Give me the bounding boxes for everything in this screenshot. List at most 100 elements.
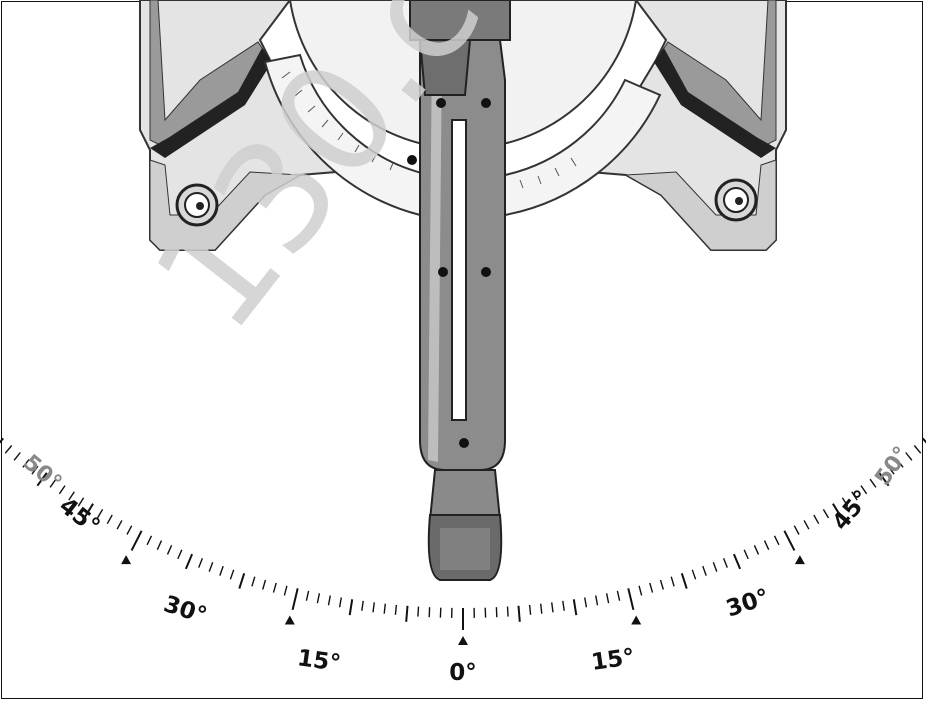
- scale-tick: [262, 579, 267, 590]
- scale-tick: [732, 553, 742, 570]
- scale-tick: [83, 503, 94, 518]
- scale-tick: [338, 597, 342, 608]
- scale-tick: [595, 595, 599, 606]
- scale-tick: [251, 576, 256, 587]
- scale-tick: [305, 590, 310, 601]
- scale-tick: [763, 540, 770, 550]
- scale-tick: [316, 593, 321, 604]
- scale-tick: [166, 545, 173, 555]
- scale-tick: [348, 599, 354, 616]
- scale-tick: [896, 458, 904, 468]
- angle-label-left-15: 15°: [296, 645, 343, 677]
- scale-tick: [905, 452, 913, 461]
- scale-tick: [691, 569, 697, 580]
- scale-tick: [773, 535, 780, 546]
- scale-tick: [551, 602, 554, 613]
- scale-tick: [572, 599, 578, 616]
- pointer-rivet: [407, 155, 417, 165]
- scale-tick: [540, 603, 543, 614]
- scale-tick: [878, 472, 890, 487]
- scale-tick: [36, 472, 48, 487]
- scale-tick: [208, 562, 214, 572]
- scale-tick: [0, 437, 4, 444]
- scale-tick: [394, 604, 398, 615]
- scale-tick: [517, 605, 521, 622]
- angle-label-left-45: 45°: [54, 493, 104, 540]
- scale-tick: [361, 600, 364, 611]
- scale-tick: [146, 535, 153, 546]
- miter-angle-scale: [0, 437, 926, 645]
- scale-tick: [177, 549, 183, 560]
- scale-tick: [783, 530, 796, 551]
- scale-tick: [77, 497, 85, 507]
- angle-label-right-50: 50°: [870, 442, 914, 490]
- scale-tick: [743, 549, 749, 560]
- scale-tick: [887, 465, 895, 475]
- angle-label-right-45: 45°: [828, 485, 876, 535]
- scale-tick: [659, 579, 664, 590]
- scale-tick: [638, 585, 643, 596]
- rivet: [436, 98, 446, 108]
- scale-tick: [13, 452, 21, 461]
- scale-tick: [627, 588, 635, 611]
- rivet: [438, 267, 448, 277]
- angle-label-right-15: 15°: [590, 644, 637, 676]
- scale-tick: [860, 485, 868, 495]
- scale-tick: [31, 465, 39, 475]
- angle-label-left-50: 50°: [18, 450, 66, 496]
- scale-tick: [584, 597, 588, 608]
- arm-slot: [451, 119, 467, 421]
- scale-tick: [156, 540, 163, 550]
- scale-tick: [22, 458, 30, 468]
- turntable-scale-right: [519, 157, 577, 189]
- scale-tick: [712, 562, 718, 572]
- scale-tick: [106, 514, 113, 525]
- scale-tick: [670, 576, 675, 587]
- scale-tick: [198, 558, 204, 568]
- angle-marker-triangle: [631, 615, 642, 625]
- scale-tick: [291, 588, 299, 611]
- scale-tick: [803, 520, 810, 530]
- scale-tick: [702, 565, 707, 576]
- angle-marker-triangle: [121, 555, 132, 565]
- right-base-casting: [563, 0, 787, 251]
- angle-marker-triangle: [794, 555, 805, 565]
- scale-tick: [68, 491, 75, 501]
- scale-tick: [753, 545, 760, 555]
- scale-tick: [116, 520, 123, 530]
- scale-tick: [722, 558, 728, 568]
- scale-tick: [832, 503, 843, 518]
- scale-tick: [184, 553, 194, 570]
- scale-tick: [96, 509, 104, 519]
- scale-tick: [616, 590, 621, 601]
- scale-tick: [417, 606, 420, 617]
- angle-marker-triangle: [458, 636, 468, 645]
- rivet: [459, 438, 469, 448]
- scale-tick: [922, 437, 926, 444]
- scale-tick: [822, 509, 830, 519]
- scale-tick: [383, 603, 386, 614]
- scale-tick: [528, 604, 532, 615]
- angle-marker-triangle: [284, 615, 295, 625]
- rivet: [481, 267, 491, 277]
- scale-tick: [272, 582, 277, 593]
- scale-tick: [813, 514, 820, 525]
- angle-label-left-30: 30°: [160, 591, 209, 629]
- scale-tick: [649, 582, 654, 593]
- motor-housing: [409, 0, 511, 41]
- scale-tick: [605, 593, 610, 604]
- scale-tick: [405, 605, 409, 622]
- angle-label-0: 0°: [449, 660, 477, 686]
- scale-tick: [130, 530, 143, 551]
- scale-tick: [793, 525, 800, 535]
- scale-tick: [680, 572, 688, 589]
- left-base-casting: [139, 0, 363, 251]
- scale-tick: [4, 445, 13, 454]
- rivet: [481, 98, 491, 108]
- scale-tick: [562, 600, 565, 611]
- scale-tick: [869, 478, 877, 488]
- angle-label-right-30: 30°: [723, 584, 772, 622]
- scale-tick: [229, 569, 235, 580]
